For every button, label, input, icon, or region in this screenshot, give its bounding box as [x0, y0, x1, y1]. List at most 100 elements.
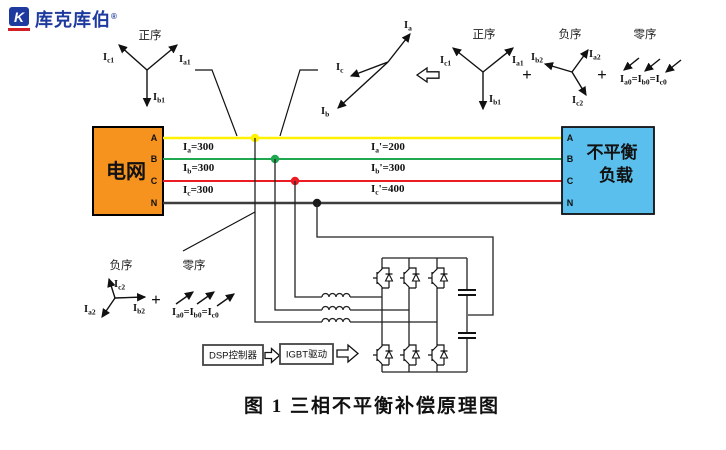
igbt-top-3 — [427, 265, 449, 291]
equivalence-arrow-icon — [415, 66, 440, 84]
label-ia-200: Ia'=200 — [371, 141, 405, 155]
grid-box-rect — [92, 126, 164, 216]
label-ia-300: Ia=300 — [183, 141, 214, 155]
leg-top-stubs — [381, 258, 438, 266]
brand-name-text: 库克库伯 — [35, 10, 111, 30]
branch-b-wire — [274, 159, 322, 311]
vector-label-ic2: Ic2 — [572, 95, 583, 108]
vector-ib0 — [196, 291, 216, 305]
vector-ia2 — [101, 297, 116, 319]
vector-ic1 — [118, 44, 148, 71]
phasor-title: 正序 — [473, 27, 496, 41]
leader-line-bottom — [182, 211, 256, 252]
vector-ic0 — [665, 59, 682, 73]
zero-sequence-equation: Ia0=Ib0=Ic0 — [172, 307, 219, 320]
load-box: A B C N 不平衡 负载 — [561, 126, 655, 215]
vector-label-ib: Ib — [321, 106, 329, 119]
load-terminal-a: A — [567, 133, 574, 143]
brand-logo: K 库克库伯® — [8, 7, 118, 31]
phasor-negative-right: 负序 Ia2 Ib2 Ic2 — [531, 27, 601, 108]
vector-ic — [349, 61, 389, 78]
phasor-negative-bottom: 负序 Ic2 Ib2 Ia2 — [84, 258, 147, 319]
vector-ia0 — [175, 291, 195, 305]
vector-ib2 — [114, 292, 147, 302]
leader-line-right — [279, 69, 318, 137]
vector-ic2 — [571, 71, 587, 97]
phasor-positive-right: 正序 Ic1 Ia1 Ib1 — [440, 27, 524, 111]
vector-label-ib1: Ib1 — [153, 92, 165, 105]
vector-ia — [387, 33, 411, 63]
plus-sign: + — [597, 65, 607, 84]
phasor-title: 零序 — [634, 27, 657, 41]
phasor-zero-right: 零序 Ia0=Ib0=Ic0 — [620, 27, 682, 87]
phasor-title: 正序 — [139, 28, 162, 42]
zero-sequence-equation: Ia0=Ib0=Ic0 — [620, 74, 667, 87]
logo-k-icon: K — [9, 7, 29, 26]
vector-ic2 — [107, 277, 116, 299]
brand-mark: K — [8, 7, 30, 31]
grid-terminal-c: C — [151, 176, 158, 186]
inductor-coil — [321, 317, 351, 323]
inductor-coil — [321, 292, 351, 298]
phasor-zero-bottom: 零序 Ia0=Ib0=Ic0 — [172, 258, 236, 320]
load-current-labels: Ia'=200 Ib'=300 Ic'=400 — [371, 141, 406, 197]
leg-mid-conductors — [381, 290, 438, 343]
control-chain: DSP控制器 IGBT驱动 — [202, 343, 360, 366]
label-ic-300: Ic=300 — [183, 184, 214, 198]
igbt-top-1 — [372, 265, 394, 291]
vector-label-ic1: Ic1 — [103, 52, 114, 65]
logo-tagline-bar — [8, 28, 30, 31]
load-terminal-b: B — [567, 154, 574, 164]
vector-label-ic: Ic — [336, 62, 344, 75]
load-box-rect — [561, 126, 655, 215]
vector-ib — [337, 61, 389, 109]
three-phase-bus — [163, 136, 562, 205]
vector-ia0 — [623, 57, 640, 71]
phasor-title: 负序 — [110, 258, 133, 272]
load-box-label-line2: 负载 — [599, 165, 633, 185]
igbt-bottom-2 — [399, 342, 421, 368]
igbt-bottom-1 — [372, 342, 394, 368]
vector-label-ia1: Ia1 — [179, 54, 191, 67]
inductor-coil — [321, 305, 351, 311]
branch-c-wire — [294, 181, 322, 298]
flow-arrow-icon — [264, 347, 281, 364]
igbt-drive-box — [279, 343, 334, 365]
inverter-bridge — [372, 257, 476, 373]
branch-n-wire — [316, 203, 494, 316]
phasor-title: 负序 — [559, 27, 582, 41]
igbt-drive-label: IGBT驱动 — [286, 350, 327, 361]
figure-caption: 图 1 三相不平衡补偿原理图 — [244, 394, 500, 417]
load-terminal-c: C — [567, 176, 574, 186]
grid-terminal-b: B — [151, 154, 158, 164]
grid-terminal-n: N — [151, 198, 158, 208]
leader-line-left — [195, 69, 238, 137]
vector-ia1 — [146, 44, 178, 71]
phasor-positive-left: 正序 Ic1 Ia1 Ib1 — [103, 28, 191, 108]
vector-ic1 — [452, 47, 484, 73]
plus-sign: + — [151, 290, 161, 309]
vector-label-ib2: Ib2 — [531, 52, 543, 65]
vector-ic0 — [216, 293, 236, 307]
capacitor-lower — [458, 332, 476, 339]
vector-ib0 — [644, 58, 661, 72]
branch-a-wire — [254, 138, 322, 323]
phasor-unbalanced: Ia Ic Ib — [321, 20, 412, 119]
vector-label-ic1: Ic1 — [440, 55, 451, 68]
igbt-bottom-3 — [427, 342, 449, 368]
vector-label-ia1: Ia1 — [512, 55, 524, 68]
igbt-top-2 — [399, 265, 421, 291]
grid-box-label: 电网 — [106, 160, 146, 183]
leg-bottom-stubs — [381, 367, 438, 372]
brand-name: 库克库伯® — [35, 7, 118, 30]
source-current-labels: Ia=300 Ib=300 Ic=300 — [183, 141, 215, 198]
dsp-controller-label: DSP控制器 — [209, 350, 258, 362]
label-ib-300: Ib'=300 — [371, 162, 406, 176]
compensator-wiring — [254, 138, 494, 323]
grid-box: 电网 A B C N — [92, 126, 164, 216]
tap-junctions — [250, 133, 322, 208]
vector-ia1 — [482, 47, 514, 73]
flow-arrow-icon — [336, 343, 360, 364]
